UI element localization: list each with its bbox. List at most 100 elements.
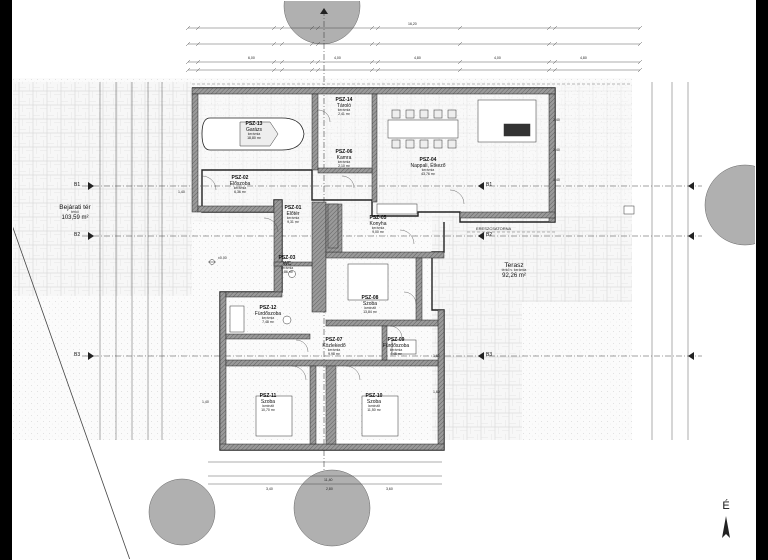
dimension-tick [637, 67, 643, 73]
dimension-tick [185, 59, 191, 65]
bottom-dimension-lines [208, 461, 442, 485]
room-name: Előtér [286, 210, 300, 217]
dimension-tick [375, 25, 381, 31]
dimension-tick [185, 41, 191, 47]
room-floor: laminált [363, 306, 377, 310]
gutter-label: ERESZCSATORNA [476, 226, 512, 231]
entrance-area-label: Bejárati tér térkő 103,59 m² [50, 204, 100, 222]
dimension-tick [546, 41, 552, 47]
entrance-area: 103,59 m² [61, 214, 89, 221]
door-swings [201, 109, 465, 381]
room-code: PSZ-03 [278, 255, 296, 261]
dim-top-4: 4,00 [494, 56, 501, 60]
side-dimension-lines [99, 82, 689, 440]
room-area: 6,36 m² [234, 189, 246, 194]
bed-psz10 [361, 395, 399, 437]
room-code: PSZ-06 [335, 149, 353, 155]
dim-bottom-2: 2,80 [326, 487, 333, 491]
room-floor: kerámia [233, 186, 247, 190]
room-area: 13,84 m² [363, 309, 377, 314]
dimension-tick [457, 67, 463, 73]
room-name: Közlekedő [322, 342, 346, 349]
room-floor: laminált [367, 404, 381, 408]
dimension-tick [552, 67, 558, 73]
section-label-b1-left: B1 [74, 182, 81, 188]
coffee-table [503, 123, 531, 137]
room-code: PSZ-08 [361, 295, 379, 301]
dimension-tick [309, 25, 315, 31]
dim-left-1: 1,40 [202, 400, 209, 404]
dimension-tick [271, 25, 277, 31]
dimension-tick [315, 41, 321, 47]
bathtub [229, 305, 245, 333]
dim-top-2: 4,00 [334, 56, 341, 60]
terrace-label: Terasz térkő v. kerámia 92,26 m² [488, 262, 540, 280]
dimension-tick [552, 25, 558, 31]
dimension-tick [195, 67, 201, 73]
room-area: 43,76 m² [421, 171, 435, 176]
floor-plan-sheet: 16,20 6,00 4,00 4,80 4,00 4,80 11,40 3,4… [12, 0, 756, 560]
building-walls [191, 87, 556, 451]
dimension-tick [195, 41, 201, 47]
dimension-tick [315, 25, 321, 31]
entrance-name: Bejárati tér [59, 204, 91, 211]
dimension-tick [552, 59, 558, 65]
room-floor: kerámia [247, 132, 261, 136]
room-psz12: PSZ-12 Fürdőszoba kerámia 7,48 m² [248, 305, 288, 325]
dimension-tick [457, 25, 463, 31]
dimension-tick [457, 41, 463, 47]
room-floor: kerámia [421, 168, 435, 172]
dim-top-1: 6,00 [248, 56, 255, 60]
wardrobe-hall [325, 365, 337, 445]
top-dimension-lines [185, 25, 643, 73]
shower [391, 339, 417, 355]
dimension-tick [369, 25, 375, 31]
section-label-b3-right: B3 [486, 352, 493, 358]
dimension-tick [369, 59, 375, 65]
room-name: Nappali, Étkező [410, 162, 446, 169]
room-psz03: PSZ-03 WC kerámia 1,86 m² [272, 255, 302, 275]
dimension-tick [279, 41, 285, 47]
car-symbol [201, 117, 305, 151]
room-area: 9,98 m² [328, 351, 340, 356]
terrace-chair [623, 205, 635, 215]
dim-top-5: 4,80 [580, 56, 587, 60]
section-label-b1-right: B1 [486, 182, 493, 188]
dim-right-1: 2,40 [553, 118, 560, 122]
room-floor: kerámia [327, 348, 341, 352]
dimension-tick [279, 25, 285, 31]
dimension-tick [279, 59, 285, 65]
room-area: 4,45 m² [390, 351, 402, 356]
room-code: PSZ-07 [325, 337, 343, 343]
room-psz11: PSZ-11 Szoba laminált 10,70 m² [248, 393, 288, 413]
dimension-tick [185, 25, 191, 31]
section-label-b2-right: B2 [486, 232, 493, 238]
terrace-area: 92,26 m² [502, 272, 526, 279]
furniture [201, 99, 635, 445]
dimension-tick [279, 67, 285, 73]
room-code: PSZ-12 [259, 305, 277, 311]
room-psz09: PSZ-09 Fürdőszoba kerámia 4,45 m² [376, 337, 416, 357]
entrance-floor: térkő [71, 210, 79, 215]
floor-plan-drawing [12, 0, 756, 560]
dim-right-2: 2,40 [553, 148, 560, 152]
dimension-tick [637, 25, 643, 31]
level-marker [208, 259, 216, 265]
room-name: Kamra [336, 154, 352, 161]
room-name: Szoba [260, 398, 276, 405]
room-code: PSZ-05 [369, 215, 387, 221]
dim-right-3: 1,40 [553, 178, 560, 182]
room-floor: kerámia [389, 348, 403, 352]
room-code: PSZ-11 [259, 393, 277, 399]
room-area: 7,48 m² [262, 319, 274, 324]
dim-bottom-1: 3,40 [266, 487, 273, 491]
room-code: PSZ-02 [231, 175, 249, 181]
room-area: 9,00 m² [372, 229, 384, 234]
room-area: 2,10 m² [338, 163, 350, 168]
dimension-tick [315, 59, 321, 65]
bed-psz08 [347, 263, 389, 301]
front-paving [192, 82, 632, 222]
tree-right [704, 164, 756, 246]
room-psz13: PSZ-13 Garázs kerámia 18,80 m² [234, 121, 274, 141]
tree-bottom-left [148, 478, 216, 546]
